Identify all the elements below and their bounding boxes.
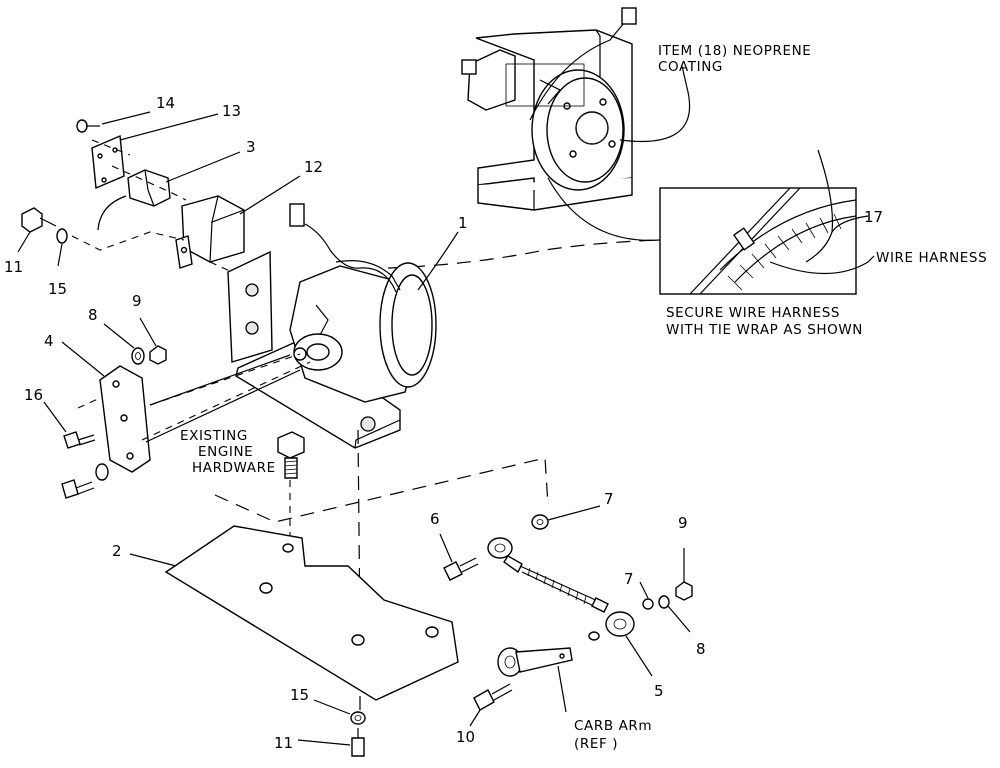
- leader-11-upper: [17, 231, 31, 253]
- leader-14: [101, 111, 151, 125]
- callout-10: 10: [456, 728, 475, 746]
- part-5-rod-end: [591, 597, 635, 637]
- neoprene-leader: [619, 65, 691, 142]
- callout-9-upper: 9: [132, 292, 142, 310]
- existing-note-line1: EXISTING: [180, 428, 248, 444]
- part-8-washer-lower: [658, 595, 670, 609]
- callout-8-upper: 8: [88, 306, 98, 324]
- callout-11-lower: 11: [274, 734, 293, 752]
- part-15-washer-lower: [350, 711, 366, 725]
- item18-note-line1: ITEM (18) NEOPRENE: [658, 43, 811, 59]
- part-12-relay: [175, 195, 245, 269]
- leader-8-upper: [103, 323, 135, 349]
- dash-plate-rod: [214, 457, 549, 523]
- part-3-switch: [97, 169, 171, 231]
- leader-15-upper: [57, 243, 63, 267]
- leader-1: [417, 231, 459, 291]
- leader-13: [119, 113, 219, 141]
- part-9-nut-upper: [149, 345, 167, 365]
- part-4-bracket: [99, 365, 151, 473]
- rod-end-upper: [487, 537, 523, 574]
- existing-note-line2: ENGINE: [198, 444, 253, 460]
- carb-arm: [497, 631, 600, 677]
- leader-6: [439, 533, 453, 563]
- leader-15-lower: [313, 699, 351, 715]
- part-8-washer-upper: [131, 347, 145, 365]
- leader-9-upper: [139, 317, 157, 347]
- callout-16: 16: [24, 386, 43, 404]
- leader-carb-arm: [557, 665, 567, 713]
- leader-8-lower: [667, 605, 691, 633]
- callout-9-lower: 9: [678, 514, 688, 532]
- carb-note-line2: (REF ): [574, 736, 618, 752]
- part-11-screw-lower: [351, 728, 365, 757]
- callout-8-lower: 8: [696, 640, 706, 658]
- part-11-screw-upper: [21, 207, 57, 233]
- part-7-washer-upper: [531, 514, 549, 530]
- part-16-bolt: [63, 431, 96, 449]
- callout-4: 4: [44, 332, 54, 350]
- leader-3: [165, 151, 241, 183]
- callout-13: 13: [222, 102, 241, 120]
- detail-actuator-assembly: [461, 7, 637, 211]
- leader-16: [43, 401, 67, 433]
- part-2-mounting-plate: [164, 525, 459, 701]
- wire-harness-note: WIRE HARNESS: [876, 250, 987, 266]
- tie-wrap-detail-box: [659, 149, 869, 295]
- part-13-cover-plate: [91, 134, 125, 190]
- part-14-screw: [76, 119, 100, 133]
- detail-dashed-link: [387, 239, 661, 269]
- callout-15-lower: 15: [290, 686, 309, 704]
- leader-5: [625, 635, 653, 677]
- part-7-washer-lower: [642, 598, 654, 610]
- part-10-bolt: [473, 683, 513, 711]
- callout-7-lower: 7: [624, 570, 634, 588]
- part-9-nut-lower: [675, 581, 693, 601]
- secure-note-line2: WITH TIE WRAP AS SHOWN: [666, 322, 863, 338]
- leader-2: [129, 553, 177, 567]
- callout-3: 3: [246, 138, 256, 156]
- callout-15-upper: 15: [48, 280, 67, 298]
- dash-relay-bracket: [209, 261, 233, 273]
- callout-6: 6: [430, 510, 440, 528]
- leader-7-upper: [547, 505, 601, 521]
- part-1-actuator: [227, 203, 437, 449]
- dash-14-13: [91, 139, 131, 156]
- callout-2: 2: [112, 542, 122, 560]
- carb-note-line1: CARB ARm: [574, 718, 652, 734]
- callout-7-upper: 7: [604, 490, 614, 508]
- callout-1: 1: [458, 214, 468, 232]
- part-6-bolt: [443, 557, 479, 581]
- existing-engine-bolt: [277, 431, 305, 479]
- callout-5: 5: [654, 682, 664, 700]
- bolt-lower-left: [61, 463, 109, 499]
- existing-note-line3: HARDWARE: [192, 460, 276, 476]
- callout-14: 14: [156, 94, 175, 112]
- dash-15-relay: [71, 231, 185, 251]
- wire-harness-leader: [769, 255, 875, 275]
- threaded-rod: [519, 565, 601, 609]
- callout-12: 12: [304, 158, 323, 176]
- leader-10: [469, 709, 481, 727]
- leader-4: [61, 341, 105, 377]
- callout-11-upper: 11: [4, 258, 23, 276]
- leader-12: [239, 175, 301, 215]
- part-15-washer-upper: [56, 228, 68, 244]
- leader-11-lower: [297, 739, 351, 746]
- item18-note-line2: COATING: [658, 59, 723, 75]
- leader-7-lower: [639, 581, 649, 599]
- callout-17: 17: [864, 208, 883, 226]
- shaft-lines: [145, 354, 301, 443]
- secure-note-line1: SECURE WIRE HARNESS: [666, 305, 840, 321]
